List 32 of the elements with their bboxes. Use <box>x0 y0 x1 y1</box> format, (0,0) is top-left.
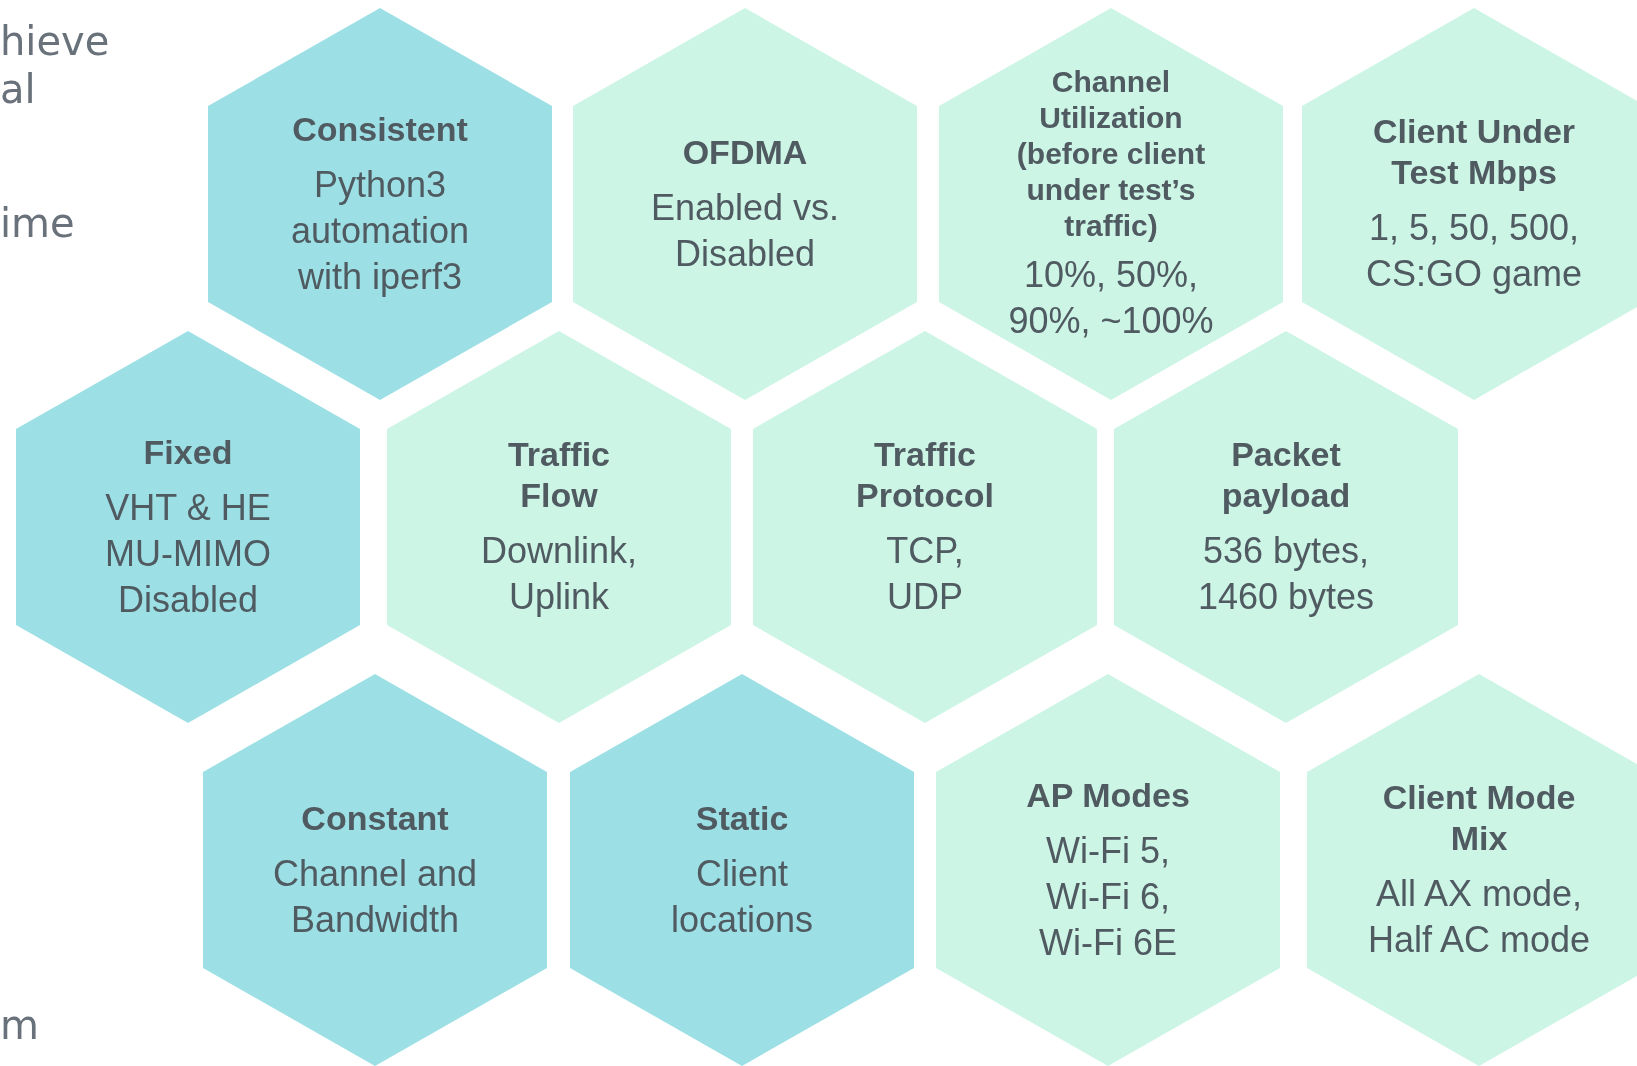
tile-text: Channel and Bandwidth <box>271 851 479 942</box>
tile-heading: Channel Utilization (before client under test’s traffic) <box>1015 64 1207 244</box>
cropped-text: al <box>0 66 36 112</box>
tile-text: All AX mode, Half AC mode <box>1366 872 1592 962</box>
tile-text: TCP, UDP <box>885 529 965 619</box>
tile-text: Enabled vs. Disabled <box>649 185 841 276</box>
cropped-text: hieve <box>0 18 110 64</box>
tile-heading: AP Modes <box>1026 774 1190 816</box>
tile-text: 536 bytes, 1460 bytes <box>1196 529 1376 619</box>
cropped-text: m <box>0 1002 39 1048</box>
tile-heading: Fixed <box>143 431 233 473</box>
tile-heading: Client Under Test Mbps <box>1371 111 1577 193</box>
tile-heading: Traffic Protocol <box>855 434 995 516</box>
tile-heading: OFDMA <box>682 131 808 173</box>
tile-heading: Client Mode Mix <box>1381 777 1577 859</box>
tile-text: 10%, 50%, 90%, ~100% <box>1007 253 1215 343</box>
tile-heading: Packet payload <box>1220 434 1352 516</box>
tile-text: Python3 automation with iperf3 <box>289 162 471 299</box>
hexagon-tile <box>203 674 547 1066</box>
cropped-text: ime <box>0 200 75 246</box>
tile-text: Downlink, Uplink <box>479 529 639 619</box>
tile-text: Client locations <box>669 851 815 942</box>
hexagon-tile <box>570 674 914 1066</box>
tile-text: 1, 5, 50, 500, CS:GO game <box>1364 206 1584 296</box>
tile-text: Wi-Fi 5, Wi-Fi 6, Wi-Fi 6E <box>1038 828 1178 965</box>
tile-heading: Static <box>695 797 789 839</box>
tile-text: VHT & HE MU-MIMO Disabled <box>104 485 272 622</box>
tile-heading: Consistent <box>292 108 468 150</box>
tile-heading: Traffic Flow <box>506 434 611 516</box>
hexagon-tile <box>1307 674 1637 1066</box>
hexagon-tile <box>936 674 1280 1066</box>
tile-heading: Constant <box>301 797 449 839</box>
